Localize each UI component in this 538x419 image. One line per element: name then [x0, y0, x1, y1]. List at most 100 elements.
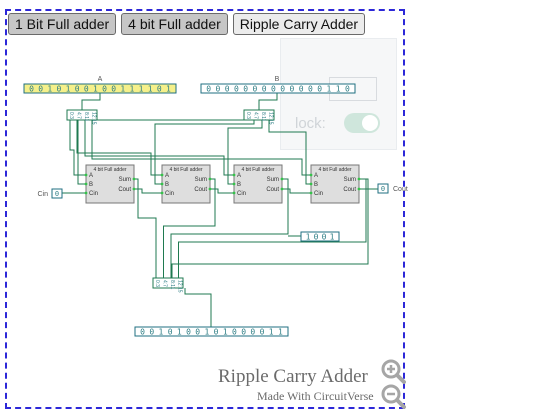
- output-sum-register-bit: 0: [250, 328, 255, 337]
- input-b-register-bit: 0: [206, 85, 211, 94]
- output-sum-register-bit: 0: [149, 328, 154, 337]
- splitter-sum-label: 8:11: [169, 280, 175, 290]
- adder-pin-dot: [357, 187, 361, 191]
- input-a-register-bit: 1: [93, 85, 98, 94]
- adder-1: [85, 164, 135, 204]
- splitter-sum: [152, 277, 184, 289]
- adder-pin-a: A: [314, 173, 318, 179]
- adder-pin-cout: Cout: [266, 187, 279, 193]
- input-b-register-bit: 0: [252, 85, 257, 94]
- splitter-b-label: 8:11: [260, 112, 266, 122]
- output-nibble-register: [300, 231, 340, 242]
- input-b-register-bit: 0: [317, 85, 322, 94]
- input-a-register-bit: 1: [166, 85, 171, 94]
- output-sum-register-bit: 1: [223, 328, 228, 337]
- input-b-register-bit: 1: [326, 85, 331, 94]
- input-a-register-bit: 0: [157, 85, 162, 94]
- adder-pin-a: A: [165, 173, 169, 179]
- splitter-b: [243, 109, 275, 121]
- wire-carry-2: [282, 188, 311, 194]
- input-a-register-bit: 0: [38, 85, 43, 94]
- input-b-register-bit: 1: [336, 85, 341, 94]
- adder-title: 4 bit Full adder: [318, 167, 351, 173]
- splitter-sum-label: 4:7: [162, 280, 168, 287]
- adder-pin-sum: Sum: [119, 177, 131, 183]
- adder-pin-b: B: [314, 182, 318, 188]
- adder-pin-a: A: [89, 173, 93, 179]
- adder-pin-a: A: [237, 173, 241, 179]
- circuit-subtitle: Made With CircuitVerse: [257, 389, 374, 403]
- wire-sum-2: [170, 178, 289, 278]
- output-nibble-register-bit: 1: [330, 233, 335, 242]
- adder-pin-dot: [160, 173, 164, 177]
- adder-pin-cin: Cin: [89, 191, 98, 197]
- hidden-properties-panel: lock:: [280, 38, 397, 150]
- input-a-register-bit: 0: [102, 85, 107, 94]
- cin-label: Cin: [37, 191, 48, 198]
- adder-2: [161, 164, 211, 204]
- input-a-register-bit: 0: [84, 85, 89, 94]
- adder-pin-dot: [280, 177, 284, 181]
- splitter-a: [66, 109, 98, 121]
- cout-output: [377, 183, 389, 194]
- tab-4-bit-full-adder[interactable]: 4 bit Full adder: [121, 13, 228, 35]
- cout-value: 0: [381, 185, 385, 193]
- adder-pin-dot: [132, 177, 136, 181]
- adder-pin-dot: [208, 177, 212, 181]
- output-sum-register-bit: 1: [278, 328, 283, 337]
- input-a-register-bit: 0: [75, 85, 80, 94]
- splitter-a-label: 12:15: [91, 112, 97, 125]
- wire-b-2: [227, 120, 263, 185]
- adder-pin-cin: Cin: [237, 191, 246, 197]
- adder-pin-sum: Sum: [344, 177, 356, 183]
- splitter-a-label: 8:11: [83, 112, 89, 122]
- adder-pin-sum: Sum: [195, 177, 207, 183]
- tab-ripple-carry-adder[interactable]: Ripple Carry Adder: [232, 13, 366, 35]
- input-a-register-bit: 1: [139, 85, 144, 94]
- tab-1-bit-full-adder[interactable]: 1 Bit Full adder: [8, 13, 117, 35]
- output-sum-register-bit: 0: [195, 328, 200, 337]
- splitter-b-label: 0:3: [245, 112, 251, 119]
- input-a-register-bit: 1: [66, 85, 71, 94]
- cout-label: Cout: [393, 186, 408, 193]
- adder-pin-dot: [132, 187, 136, 191]
- zoom-in-icon[interactable]: [380, 358, 406, 384]
- splitter-a-label: 4:7: [76, 112, 82, 119]
- splitter-b-label: 4:7: [253, 112, 259, 119]
- zoom-out-icon[interactable]: [380, 383, 406, 409]
- input-a-label: A: [98, 76, 103, 83]
- output-sum-register-bit: 1: [204, 328, 209, 337]
- input-b-register-bit: 0: [299, 85, 304, 94]
- output-sum-register-bit: 0: [232, 328, 237, 337]
- input-b-register-bit: 0: [234, 85, 239, 94]
- output-sum-register-bit: 1: [269, 328, 274, 337]
- adder-pin-cout: Cout: [194, 187, 207, 193]
- adder-pin-dot: [309, 173, 313, 177]
- adder-pin-dot: [232, 182, 236, 186]
- wire-a-bus: [81, 93, 101, 110]
- wire-nibble-tap: [171, 178, 369, 278]
- output-sum-register: [134, 326, 289, 337]
- input-b-register-bit: 0: [225, 85, 230, 94]
- output-sum-register-bit: 0: [140, 328, 145, 337]
- adder-pin-cout: Cout: [343, 187, 356, 193]
- cin-input: [51, 188, 63, 199]
- wire-a-2: [84, 120, 234, 176]
- cin-value: 0: [55, 190, 59, 198]
- circuit-title: Ripple Carry Adder: [218, 366, 368, 387]
- splitter-sum-label: 12:15: [177, 280, 183, 293]
- output-sum-register-bit: 0: [214, 328, 219, 337]
- adder-pin-cout: Cout: [118, 187, 131, 193]
- adder-pin-dot: [84, 191, 88, 195]
- wires: [62, 93, 378, 327]
- adder-title: 4 bit Full adder: [93, 167, 126, 173]
- wire-carry-1: [210, 188, 234, 194]
- output-sum-register-bit: 0: [260, 328, 265, 337]
- adder-pin-dot: [309, 182, 313, 186]
- adder-title: 4 bit Full adder: [169, 167, 202, 173]
- input-b-register-bit: 0: [243, 85, 248, 94]
- circuit-canvas-frame[interactable]: [5, 9, 405, 409]
- output-sum-register-bit: 0: [241, 328, 246, 337]
